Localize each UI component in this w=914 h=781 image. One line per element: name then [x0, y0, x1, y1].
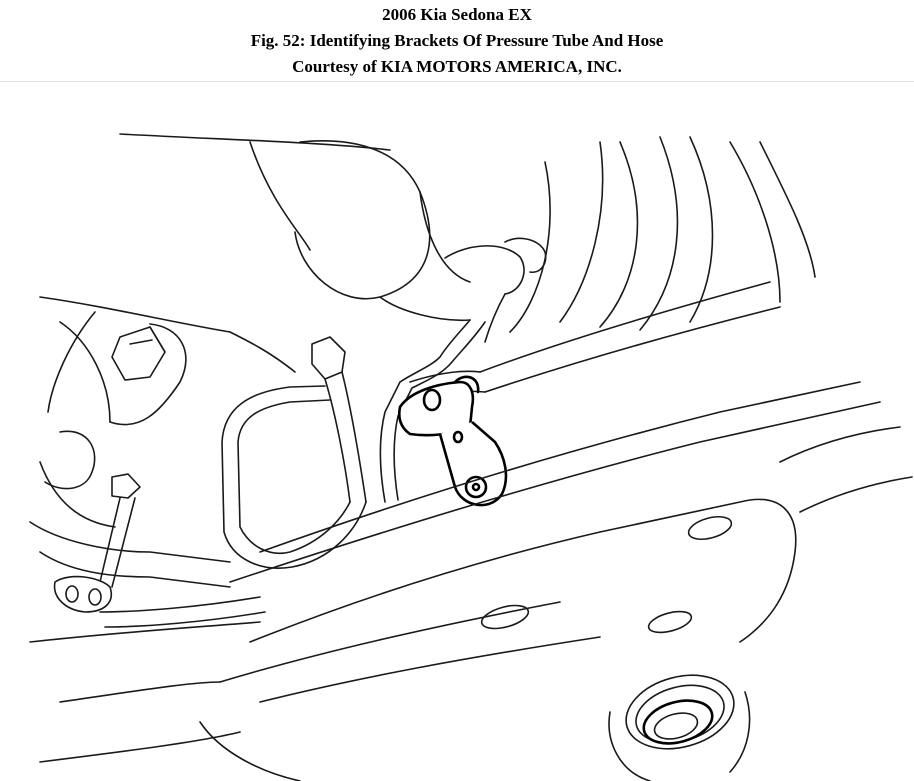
- hose-bundle: [409, 136, 816, 401]
- vehicle-model-title: 2006 Kia Sedona EX: [382, 5, 532, 24]
- technical-illustration: [0, 82, 914, 781]
- caption-divider: [0, 81, 914, 82]
- subframe-panel: [29, 381, 913, 781]
- pressure-tube: [221, 237, 547, 569]
- bushing: [608, 674, 751, 781]
- courtesy-line: Courtesy of KIA MOTORS AMERICA, INC.: [292, 57, 622, 76]
- lower-clamp: [29, 430, 266, 628]
- fitting-center: [311, 336, 367, 503]
- upper-housing: [39, 133, 471, 426]
- tube-bracket: [398, 375, 508, 507]
- fitting-left: [111, 326, 166, 381]
- figure-caption: 2006 Kia Sedona EX Fig. 52: Identifying …: [0, 0, 914, 82]
- figure-title: Fig. 52: Identifying Brackets Of Pressur…: [250, 31, 664, 50]
- bracket-line-drawing: [29, 133, 913, 781]
